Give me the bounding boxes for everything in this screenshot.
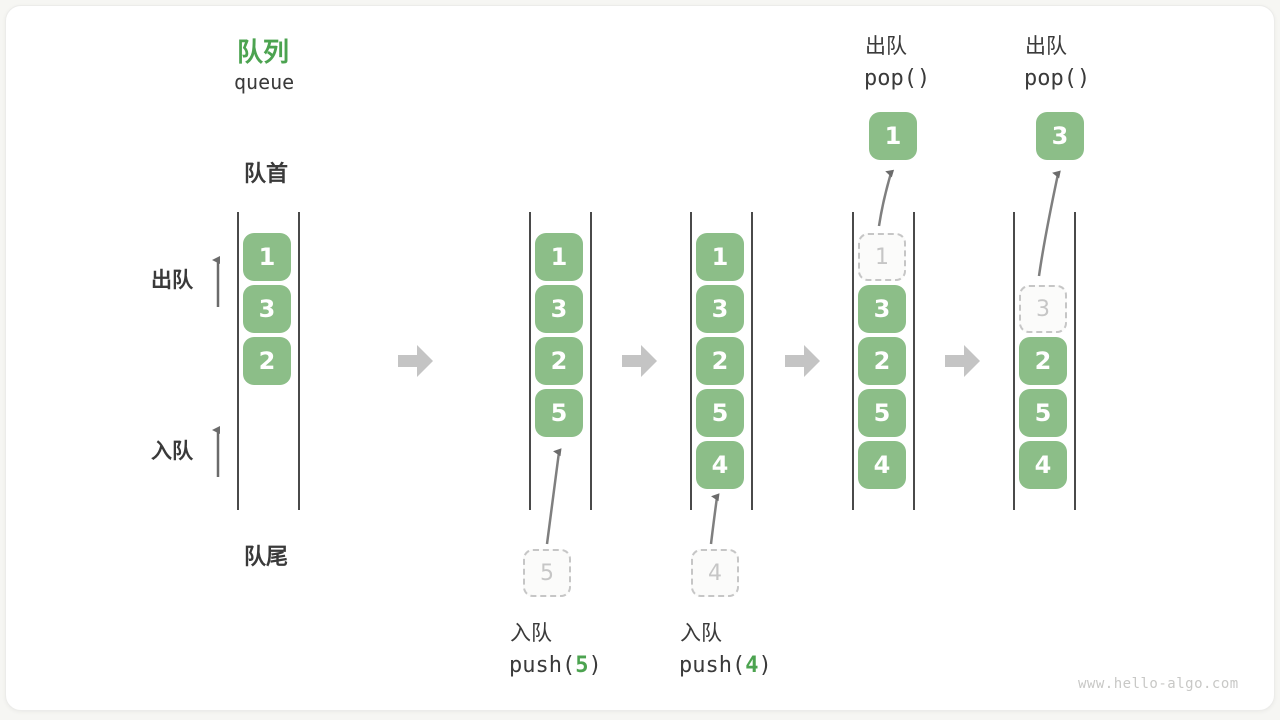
queue-rear-label: 队尾 (244, 545, 289, 570)
queue-item: 2 (243, 337, 291, 385)
removed-item-slot: 1 (858, 233, 906, 281)
queue-item: 1 (243, 233, 291, 281)
enqueue-op-label: 入队 (680, 621, 722, 645)
queue-column-4: 1 3 2 5 4 (852, 212, 915, 510)
queue-column-5: 3 2 5 4 (1013, 212, 1076, 510)
queue-item: 3 (535, 285, 583, 333)
queue-item: 5 (858, 389, 906, 437)
queue-item: 2 (696, 337, 744, 385)
queue-wall-left (529, 212, 531, 510)
watermark: www.hello-algo.com (1078, 676, 1239, 692)
queue-column-3: 1 3 2 5 4 (690, 212, 753, 510)
queue-item: 5 (1019, 389, 1067, 437)
code-arg: 5 (575, 653, 589, 678)
queue-item: 3 (858, 285, 906, 333)
queue-item: 2 (1019, 337, 1067, 385)
diagram-card (5, 5, 1275, 711)
enqueue-op-code: push(5) (509, 653, 602, 678)
code-suffix: ) (758, 653, 772, 678)
queue-column-1: 1 3 2 (237, 212, 300, 510)
dequeue-op-label: 出队 (865, 34, 907, 58)
queue-item: 5 (696, 389, 744, 437)
queue-item: 3 (243, 285, 291, 333)
dequeue-op-label: 出队 (1025, 34, 1067, 58)
page-subtitle: queue (234, 70, 295, 94)
enqueue-side-label: 入队 (151, 439, 193, 463)
queue-item: 4 (696, 441, 744, 489)
popped-item: 1 (869, 112, 917, 160)
enqueue-op-label: 入队 (510, 621, 552, 645)
pending-enqueue-item: 5 (523, 549, 571, 597)
queue-wall-right (1074, 212, 1076, 510)
page-title: 队列 (237, 38, 290, 68)
code-suffix: ) (588, 653, 602, 678)
queue-item: 2 (535, 337, 583, 385)
queue-wall-right (590, 212, 592, 510)
queue-item: 1 (535, 233, 583, 281)
queue-item: 4 (1019, 441, 1067, 489)
queue-item: 3 (696, 285, 744, 333)
queue-item: 2 (858, 337, 906, 385)
queue-wall-left (237, 212, 239, 510)
queue-wall-right (298, 212, 300, 510)
dequeue-op-code: pop() (1024, 66, 1091, 91)
queue-wall-right (913, 212, 915, 510)
code-arg: 4 (745, 653, 759, 678)
queue-wall-right (751, 212, 753, 510)
queue-item: 5 (535, 389, 583, 437)
dequeue-side-label: 出队 (151, 268, 193, 292)
popped-item: 3 (1036, 112, 1084, 160)
removed-item-slot: 3 (1019, 285, 1067, 333)
pending-enqueue-item: 4 (691, 549, 739, 597)
enqueue-op-code: push(4) (679, 653, 772, 678)
queue-item: 1 (696, 233, 744, 281)
queue-wall-left (690, 212, 692, 510)
code-prefix: push( (509, 653, 576, 678)
dequeue-op-code: pop() (864, 66, 931, 91)
queue-column-2: 1 3 2 5 (529, 212, 592, 510)
queue-wall-left (1013, 212, 1015, 510)
queue-wall-left (852, 212, 854, 510)
queue-front-label: 队首 (244, 162, 289, 187)
queue-item: 4 (858, 441, 906, 489)
code-prefix: push( (679, 653, 746, 678)
